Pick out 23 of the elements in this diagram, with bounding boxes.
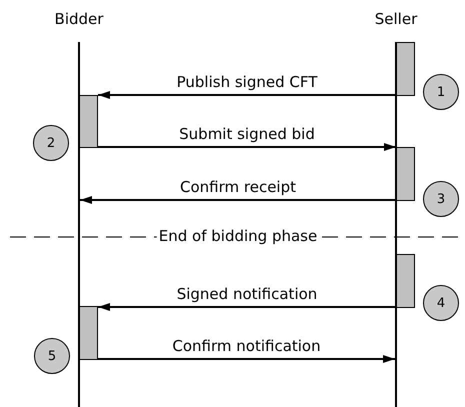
step-number: 5 bbox=[34, 338, 70, 374]
message-arrow bbox=[98, 91, 396, 99]
step-number: 4 bbox=[423, 285, 459, 321]
phase-label: End of bidding phase bbox=[156, 227, 320, 245]
message-arrow bbox=[80, 196, 396, 204]
activation-bar bbox=[396, 42, 415, 96]
message-label: Signed notification bbox=[176, 285, 318, 303]
message-arrow bbox=[98, 303, 396, 311]
message-label: Confirm notification bbox=[172, 337, 321, 355]
lifeline-heading: Seller bbox=[374, 10, 418, 28]
message-arrow bbox=[98, 143, 396, 151]
message-label: Publish signed CFT bbox=[176, 73, 318, 91]
lifeline-heading: Bidder bbox=[54, 10, 104, 28]
activation-bar bbox=[396, 254, 415, 308]
step-number: 1 bbox=[423, 74, 459, 110]
message-label: Confirm receipt bbox=[180, 178, 296, 196]
activation-bar bbox=[79, 95, 98, 148]
activation-bar bbox=[396, 147, 415, 201]
step-number: 2 bbox=[33, 125, 69, 161]
message-label: Submit signed bid bbox=[179, 125, 315, 143]
step-number: 3 bbox=[423, 181, 459, 217]
activation-bar bbox=[79, 306, 98, 360]
message-arrow bbox=[98, 355, 395, 363]
